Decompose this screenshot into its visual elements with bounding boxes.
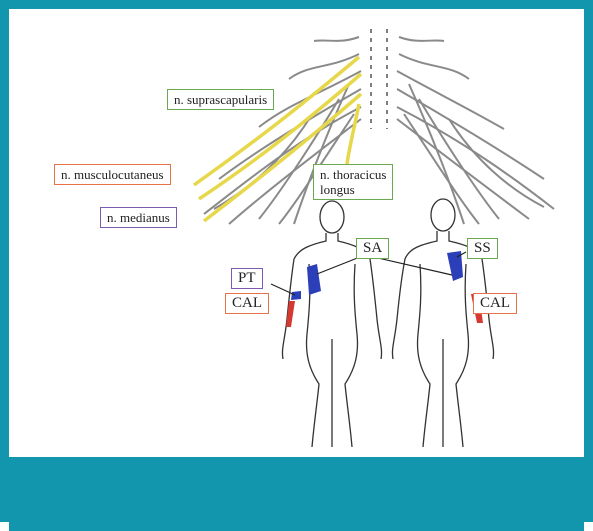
label-medianus: n. medianus — [100, 207, 177, 228]
label-ss: SS — [467, 238, 498, 259]
label-pt: PT — [231, 268, 263, 289]
label-cal-right: CAL — [473, 293, 517, 314]
serratus-anterior-region — [307, 264, 321, 295]
label-cal-left: CAL — [225, 293, 269, 314]
label-musculocutaneus: n. musculocutaneus — [54, 164, 171, 185]
footer-band — [9, 457, 584, 531]
label-sa: SA — [356, 238, 389, 259]
pronator-teres-region — [291, 291, 301, 300]
label-suprascapularis: n. suprascapularis — [167, 89, 274, 110]
label-thoracicus-line1: n. thoracicus — [320, 167, 386, 182]
label-thoracicus-line2: longus — [320, 182, 386, 197]
diagram-canvas: n. suprascapularis n. musculocutaneus n.… — [9, 9, 584, 457]
spine-dashes — [371, 29, 387, 129]
brachial-plexus-diagram — [9, 9, 584, 457]
plexus-nerves-right — [397, 37, 554, 224]
label-thoracicus-longus: n. thoracicus longus — [313, 164, 393, 200]
